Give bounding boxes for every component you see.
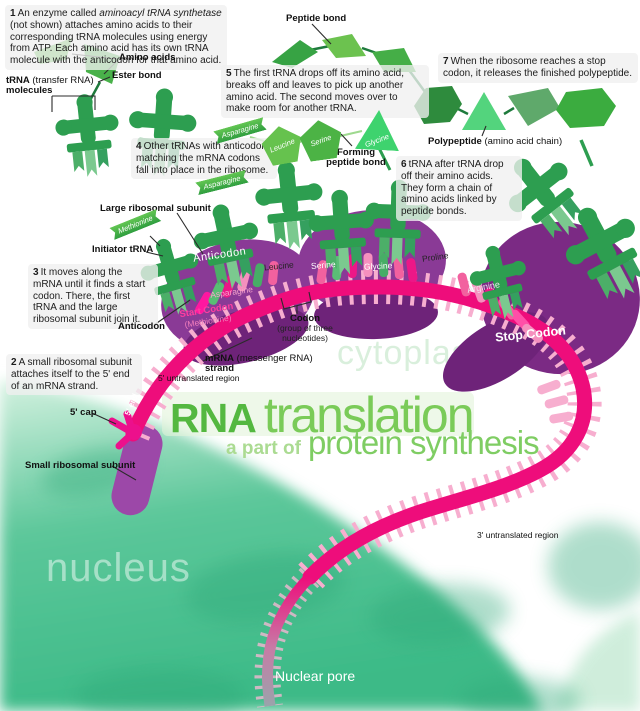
polypeptide-chain [414, 86, 616, 130]
codon-label-bold: Codon [289, 313, 321, 324]
anticodon-label: Anticodon [118, 321, 165, 332]
step-5-number: 5 [226, 68, 232, 79]
mrna-strand-label: mRNA (messenger RNA) strand [205, 353, 313, 375]
step-1-text-post: (not shown) attaches amino acids to thei… [10, 19, 222, 67]
step-6-text: tRNA after tRNA drop off their amino aci… [401, 159, 504, 218]
step-1-text-pre: An enzyme called [17, 8, 100, 19]
polypeptide-triangle [462, 92, 506, 130]
trna-label-paren: (transfer RNA) [29, 75, 94, 86]
mrna-label-line2: strand [205, 363, 235, 375]
ester-bond-label: Ester bond [112, 70, 162, 81]
polypeptide-label: Polypeptide (amino acid chain) [428, 136, 563, 147]
polypeptide-arrow [508, 88, 560, 126]
polypeptide-label-paren: (amino acid chain) [481, 136, 563, 147]
trna-molecules-label: tRNA (transfer RNA) molecules [6, 75, 94, 97]
five-prime-cap [108, 410, 142, 450]
utr3-label: 3' untranslated region [477, 530, 559, 540]
forming-peptide-bond-label: Forming peptide bond [326, 147, 386, 169]
nucleus-corner-wave [556, 612, 640, 711]
polypeptide-label-bold: Polypeptide [428, 136, 482, 147]
serine-dome-text: Serine [310, 258, 336, 272]
codon-label: Codon (group of three nucleotides) [262, 313, 348, 343]
subtitle-small: a part of [226, 438, 301, 459]
polypeptide-hexagon-2 [556, 88, 616, 128]
peptide-bond-label: Peptide bond [286, 13, 347, 24]
step-6-number: 6 [401, 159, 407, 170]
step-1-text-italic: aminoacyl tRNA synthetase [99, 8, 222, 19]
small-ribosomal-subunit-2 [314, 288, 438, 340]
serine-pentagon-text: Serine [309, 132, 333, 148]
amino-acids-label: Amino acids [119, 52, 176, 63]
step-4-number: 4 [136, 141, 142, 152]
trna-free-1 [52, 90, 124, 180]
title-backing [162, 392, 474, 436]
main-title: RNA translation [170, 386, 475, 444]
step-2-text: A small ribosomal subunit attaches itsel… [11, 357, 132, 392]
cap5-label: 5' cap [70, 407, 97, 418]
subtitle: a part of protein synthesis [226, 424, 540, 462]
large-ribosomal-label: Large ribosomal subunit [100, 203, 211, 214]
codon-label-sub: (group of three nucleotides) [277, 323, 333, 343]
step-5-text: The first tRNA drops off its amino acid,… [226, 68, 405, 115]
step-4-text: Other tRNAs with anticodons matching the… [136, 141, 272, 176]
nucleus-watermark: nucleus [46, 546, 191, 590]
mrna-strand-main [125, 279, 593, 585]
trna-molecules [52, 86, 640, 326]
glycine-triangle-text: Glycine [364, 131, 391, 150]
subtitle-big: protein synthesis [307, 424, 540, 461]
step-2-number: 2 [11, 357, 17, 368]
mrna-strand [108, 269, 602, 708]
small-ribosomal-subunit-free [111, 424, 163, 516]
step-3-text: It moves along the mRNA until it finds a… [33, 267, 146, 326]
codon-bracket [280, 291, 312, 310]
title-translation: translation [263, 387, 475, 443]
trna-label-line2: molecules [6, 85, 53, 97]
trna-stick [579, 139, 594, 167]
small-ribosomal-label: Small ribosomal subunit [25, 460, 136, 471]
small-subunit-at-stop [442, 312, 550, 392]
glycine-dome-text: Glycine [363, 260, 393, 272]
mrna-label-paren: (messenger RNA) [234, 353, 313, 364]
step-1-number: 1 [10, 8, 16, 19]
step-3-number: 3 [33, 267, 39, 278]
mrna-strand-tail [261, 573, 314, 707]
step-7-number: 7 [443, 56, 449, 67]
utr5-label: 5' untranslated region [158, 373, 240, 383]
nuclear-pore-label: Nuclear pore [275, 668, 356, 684]
step-7-text: When the ribosome reaches a stop codon, … [443, 56, 633, 79]
initiator-trna-label: Initiator tRNA [92, 244, 154, 255]
title-rna: RNA [170, 395, 257, 441]
mrna-label-bold: mRNA [205, 353, 235, 364]
trna-label-bold: tRNA [6, 75, 30, 86]
leucine-pentagon-text: Leucine [268, 135, 296, 155]
